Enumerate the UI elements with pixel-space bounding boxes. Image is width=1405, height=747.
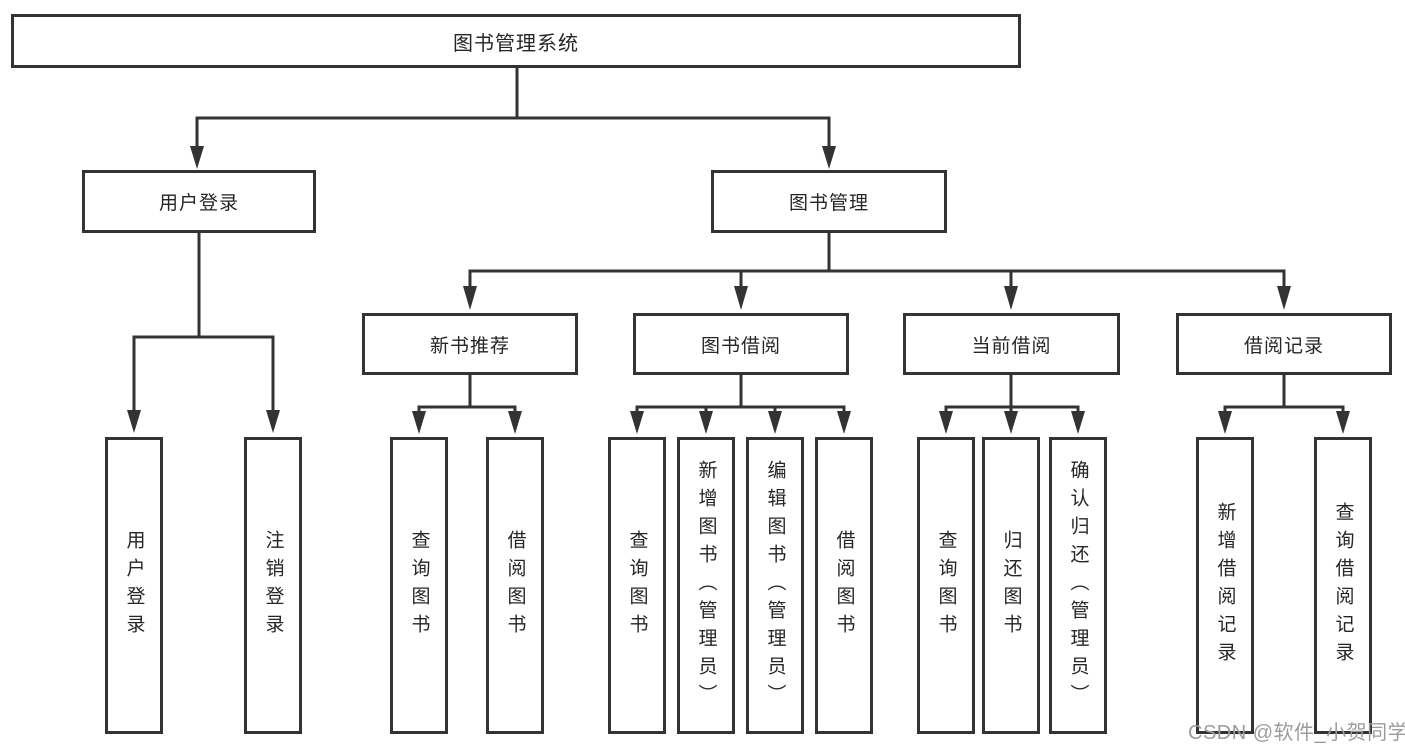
connector-user-login	[132, 233, 275, 412]
leaf-logout-label: 注销登录	[262, 529, 284, 642]
leaf-return-book: 归还图书	[982, 437, 1040, 734]
connector-current-borrowing	[944, 375, 1080, 413]
connector-borrow-records	[1223, 375, 1345, 413]
leaf-query-book-borrowing: 查询图书	[608, 437, 666, 734]
leaf-edit-book-admin-label: 编辑图书（管理员）	[764, 459, 786, 712]
leaf-query-book-recommend-label: 查询图书	[408, 529, 430, 642]
arrowhead-icon-current-borrowing	[939, 411, 1085, 434]
node-root-label: 图书管理系统	[453, 32, 579, 55]
leaf-query-book-current-label: 查询图书	[935, 529, 957, 642]
leaf-borrow-book-recommend-label: 借阅图书	[504, 529, 526, 642]
node-book-management-label: 图书管理	[788, 193, 869, 214]
leaf-borrow-book-borrowing-label: 借阅图书	[833, 529, 855, 642]
node-root: 图书管理系统	[11, 14, 1021, 68]
leaf-confirm-return-admin-label: 确认归还（管理员）	[1067, 459, 1089, 712]
arrowhead-icon-book-borrowing	[630, 411, 851, 434]
leaf-borrow-book-borrowing: 借阅图书	[815, 437, 873, 734]
leaf-query-book-current: 查询图书	[917, 437, 975, 734]
arrowhead-icon-book-management	[463, 286, 1291, 310]
connector-new-book-recommend	[417, 375, 517, 413]
node-book-borrowing-label: 图书借阅	[700, 335, 781, 357]
leaf-query-book-borrowing-label: 查询图书	[626, 529, 648, 642]
arrowhead-icon-user-login	[127, 410, 280, 433]
leaf-return-book-label: 归还图书	[1000, 529, 1022, 642]
leaf-query-borrow-record: 查询借阅记录	[1314, 437, 1372, 734]
node-user-login-label: 用户登录	[158, 193, 239, 214]
node-current-borrowing: 当前借阅	[903, 313, 1120, 375]
csdn-watermark: CSDN @软件_小贺同学	[1188, 722, 1405, 744]
node-borrow-records: 借阅记录	[1176, 313, 1392, 375]
node-current-borrowing-label: 当前借阅	[971, 335, 1052, 357]
connector-root-branches	[195, 68, 831, 148]
node-new-book-recommend: 新书推荐	[362, 313, 578, 375]
node-book-management: 图书管理	[711, 170, 947, 233]
leaf-add-borrow-record: 新增借阅记录	[1196, 437, 1254, 734]
leaf-edit-book-admin: 编辑图书（管理员）	[746, 437, 804, 734]
leaf-add-book-admin-label: 新增图书（管理员）	[695, 459, 717, 712]
leaf-add-book-admin: 新增图书（管理员）	[677, 437, 735, 734]
leaf-query-borrow-record-label: 查询借阅记录	[1332, 501, 1354, 670]
connector-book-management	[468, 233, 1286, 288]
node-new-book-recommend-label: 新书推荐	[429, 335, 510, 357]
arrowhead-icon-borrow-records	[1218, 411, 1350, 434]
arrowhead-icon-root	[190, 146, 836, 169]
node-book-borrowing: 图书借阅	[633, 313, 849, 375]
connector-book-borrowing	[635, 375, 846, 413]
arrowhead-icon-new-book-recommend	[412, 411, 522, 434]
leaf-query-book-recommend: 查询图书	[390, 437, 448, 734]
leaf-user-login-label: 用户登录	[123, 529, 145, 642]
leaf-add-borrow-record-label: 新增借阅记录	[1214, 501, 1236, 670]
leaf-borrow-book-recommend: 借阅图书	[486, 437, 544, 734]
node-borrow-records-label: 借阅记录	[1243, 335, 1324, 357]
node-user-login: 用户登录	[82, 170, 316, 233]
leaf-confirm-return-admin: 确认归还（管理员）	[1049, 437, 1107, 734]
leaf-user-login: 用户登录	[105, 437, 163, 734]
leaf-logout: 注销登录	[244, 437, 302, 734]
